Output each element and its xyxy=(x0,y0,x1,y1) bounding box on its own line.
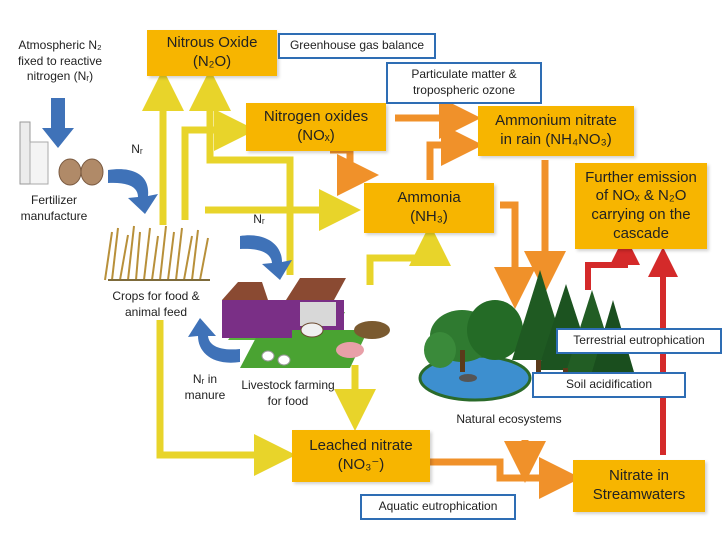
nitrate-streamwaters-box: Nitrate in Streamwaters xyxy=(573,460,705,512)
blue-arrow-nr-to-livestock xyxy=(240,235,292,280)
livestock-farm-illustration xyxy=(222,278,390,368)
nitrate-streamwaters-line-2: Streamwaters xyxy=(592,486,686,503)
arrow-ammonia-to-ammonium-nitrate xyxy=(426,124,483,180)
crops-line-1: Crops for food & xyxy=(112,289,200,303)
fertilizer-manufacture-line-2: manufacture xyxy=(20,208,88,223)
particulate-matter-line-2: tropospheric ozone xyxy=(412,83,516,97)
fertilizer-manufacture-line-1: Fertilizer xyxy=(30,193,77,207)
nr-in-manure-line-2: manure xyxy=(184,387,226,402)
arrow-crops-to-leached-nitrate xyxy=(156,320,296,476)
further-emission-line-2: of NOₓ & N₂O xyxy=(595,187,687,205)
leached-nitrate-title: Leached nitrate xyxy=(309,437,413,455)
yellow-flow-arrows xyxy=(142,69,451,476)
nr-label-fertilizer-flow: Nᵣ xyxy=(123,142,151,158)
red-flow-arrows xyxy=(585,235,678,455)
ammonium-nitrate-title: Ammonium nitrate xyxy=(495,112,617,130)
blue-arrows xyxy=(42,98,292,363)
nr-label-crops-flow-text: Nᵣ xyxy=(253,212,265,226)
ammonia-title: Ammonia xyxy=(397,189,461,207)
crops-line-2: animal feed xyxy=(124,304,188,319)
arrow-livestock-to-ammonia xyxy=(366,224,451,285)
ammonium-nitrate-box: Ammonium nitrate in rain (NH₄NO₃) xyxy=(478,106,634,156)
atmospheric-n2-line-2: fixed to reactive xyxy=(17,53,103,68)
crops-illustration xyxy=(104,225,210,281)
nitrous-oxide-title: Nitrous Oxide xyxy=(166,34,258,52)
aquatic-eutrophication-note: Aquatic eutrophication xyxy=(360,494,516,520)
soil-acidification-text: Soil acidification xyxy=(565,377,653,392)
further-emission-line-3: carrying on the xyxy=(591,206,691,223)
nitrogen-oxides-box: Nitrogen oxides (NOₓ) xyxy=(246,103,386,151)
livestock-farming-line-1: Livestock farming xyxy=(241,378,335,392)
blue-arrow-manure-to-crops xyxy=(188,318,240,363)
greenhouse-gas-balance-text: Greenhouse gas balance xyxy=(289,38,425,53)
blue-arrow-atmospheric-down xyxy=(42,98,74,148)
further-emission-line-4: cascade xyxy=(613,224,669,242)
arrow-livestock-to-nitrous-oxide xyxy=(189,69,294,275)
terrestrial-eutrophication-note: Terrestrial eutrophication xyxy=(556,328,722,354)
nr-label-crops-flow: Nᵣ xyxy=(245,212,273,228)
arrow-natural-to-further-emission xyxy=(585,235,640,290)
leached-nitrate-formula: (NO₃⁻) xyxy=(337,456,385,473)
leached-nitrate-box: Leached nitrate (NO₃⁻) xyxy=(292,430,430,482)
ammonia-formula: (NH₃) xyxy=(410,208,448,225)
greenhouse-gas-balance-note: Greenhouse gas balance xyxy=(278,33,436,59)
orange-flow-arrows xyxy=(330,97,581,499)
fertilizer-factory-illustration xyxy=(19,121,104,186)
further-emission-line-1: Further emission xyxy=(585,168,697,186)
soil-acidification-note: Soil acidification xyxy=(532,372,686,398)
arrow-nitrogen-oxides-to-natural xyxy=(330,146,379,196)
ammonium-nitrate-formula: in rain (NH₄NO₃) xyxy=(500,131,612,148)
nitrogen-oxides-title: Nitrogen oxides xyxy=(263,108,369,126)
blue-arrow-fertilizer-to-crops xyxy=(108,169,158,214)
livestock-farming-label: Livestock farming for food xyxy=(228,378,348,409)
nr-label-fertilizer-flow-text: Nᵣ xyxy=(131,142,143,156)
atmospheric-n2-label: Atmospheric N₂ fixed to reactive nitroge… xyxy=(2,38,118,85)
crops-label: Crops for food & animal feed xyxy=(96,289,216,320)
natural-ecosystems-text: Natural ecosystems xyxy=(456,412,562,426)
nitrous-oxide-box: Nitrous Oxide (N₂O) xyxy=(147,30,277,76)
ammonia-box: Ammonia (NH₃) xyxy=(364,183,494,233)
atmospheric-n2-line-3: nitrogen (Nᵣ) xyxy=(26,69,94,84)
particulate-matter-note: Particulate matter & tropospheric ozone xyxy=(386,62,542,104)
nitrous-oxide-formula: (N₂O) xyxy=(192,53,232,70)
aquatic-eutrophication-text: Aquatic eutrophication xyxy=(378,499,498,514)
fertilizer-manufacture-label: Fertilizer manufacture xyxy=(4,193,104,224)
atmospheric-n2-line-1: Atmospheric N₂ xyxy=(18,38,102,52)
nitrogen-oxides-formula: (NOₓ) xyxy=(297,127,335,144)
terrestrial-eutrophication-text: Terrestrial eutrophication xyxy=(573,333,705,348)
further-emission-box: Further emission of NOₓ & N₂O carrying o… xyxy=(575,163,707,249)
nr-in-manure-line-1: Nᵣ in xyxy=(192,372,218,386)
arrow-leached-to-streamwaters xyxy=(430,457,581,499)
nitrate-streamwaters-line-1: Nitrate in xyxy=(608,467,670,485)
natural-ecosystems-label: Natural ecosystems xyxy=(444,412,574,428)
arrow-crops-to-nitrogen-oxides xyxy=(181,109,256,220)
arrow-ammonia-to-natural xyxy=(494,201,536,309)
livestock-farming-line-2: for food xyxy=(267,393,309,408)
nr-in-manure-label: Nᵣ in manure xyxy=(175,372,235,403)
particulate-matter-line-1: Particulate matter & xyxy=(411,67,517,82)
